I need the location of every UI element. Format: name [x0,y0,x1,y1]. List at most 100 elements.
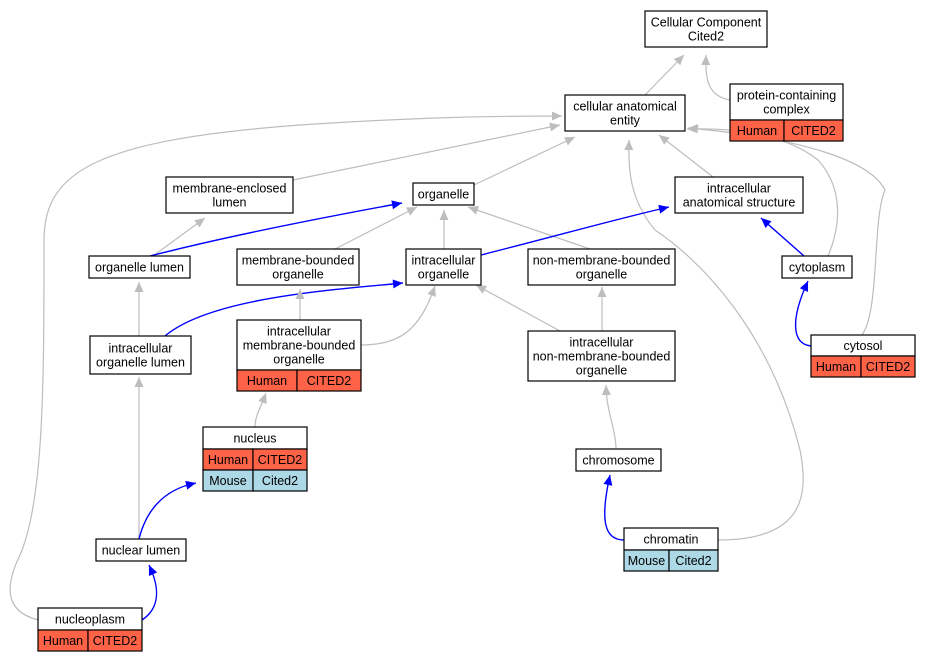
arrowhead-icon [701,55,711,66]
node-label-line: organelle lumen [95,261,184,275]
edge-io-to-ias [480,204,670,256]
is-a-edge-line [292,124,561,181]
node-box [644,10,768,48]
gene-cell [296,369,362,392]
arrowhead-icon [468,206,479,215]
organism-label: Human [208,453,248,467]
node-orglum[interactable]: organelle lumen [88,255,191,279]
arrowhead-icon [134,282,144,292]
edge-inmbo-to-io [475,284,561,332]
edge-iol-to-orglum [134,282,144,336]
node-cyto[interactable]: cytoplasm [781,255,853,279]
arrowhead-icon [603,475,613,486]
organism-label: Human [247,374,287,388]
part-of-edge-line [794,280,812,347]
part-of-edge-line [164,282,404,337]
arrowhead-icon [427,286,436,297]
part-of-edge-line [604,474,625,541]
node-label-line: entity [610,114,641,128]
edge-orglum-to-mel [152,217,206,257]
node-label-line: cellular anatomical [573,100,677,114]
arrowhead-icon [601,385,611,396]
node-label-line: organelle [418,188,469,202]
is-a-edge-line [705,54,731,101]
gene-label: CITED2 [258,453,303,467]
is-a-edge-line [360,285,436,346]
arrowhead-icon [761,218,772,228]
arrowhead-icon [659,135,670,145]
organism-label: Human [816,360,856,374]
node-label-line: organelle lumen [96,356,185,370]
edge-iol-to-io [164,279,404,337]
node-chrom[interactable]: chromosome [575,448,662,472]
node-label-line: nucleus [233,432,276,446]
node-label-line: intracellular [412,254,476,268]
part-of-edge-line [480,206,670,256]
node-box [236,248,360,286]
node-label-line: protein-containing [737,89,836,103]
organism-label: Mouse [628,554,666,568]
arrowhead-icon [406,207,417,216]
edge-orglum-to-org [149,200,403,257]
gene-cell [87,629,143,652]
is-a-edge-line [687,127,886,336]
part-of-edge-line [149,202,403,257]
node-label-line: organelle [272,268,323,282]
node-box [95,538,187,562]
is-a-edge-line [467,206,591,250]
edge-nplasm-to-nlum [141,564,158,621]
species-row-mouse: Mouse Cited2 [202,469,308,492]
edge-cytosol-to-cyto [794,280,812,347]
gene-cell [252,469,308,492]
gene-label: Cited2 [675,554,711,568]
is-a-edge-line [686,128,839,257]
node-box [89,335,192,375]
node-label-line: chromosome [582,454,654,468]
node-label-line: membrane-enclosed [173,182,287,196]
node-inmbo[interactable]: intracellularnon-membrane-boundedorganel… [527,330,676,382]
edge-inmbo-to-nmbo [597,287,607,331]
node-box [527,248,676,286]
gene-label: Cited2 [262,474,298,488]
node-label-line: membrane-bounded [242,254,355,268]
node-label-line: cytosol [844,339,883,353]
edge-imbo-to-mbo [295,289,305,320]
node-label-line: cytoplasm [789,261,845,275]
edge-chtin-to-chrom [603,474,625,541]
edge-nuc-to-imbo [254,392,267,428]
is-a-edge-line [334,206,418,250]
node-label-line: intracellular [109,342,173,356]
node-label-line: Cellular Component [651,16,762,30]
edge-mel-to-cae [292,122,561,181]
is-a-edge-line [475,284,561,332]
is-a-edge-line [9,115,563,621]
arrowhead-icon [624,140,634,151]
gene-label: CITED2 [93,634,138,648]
arrowhead-icon [673,55,684,66]
node-label-line: membrane-bounded [243,339,356,353]
node-imbo[interactable]: intracellularmembrane-boundedorganelleHu… [236,319,362,392]
edge-chtin-to-cae [624,139,804,541]
node-label-line: intracellular [707,182,771,196]
node-org[interactable]: organelle [412,182,475,206]
node-box [674,176,804,214]
node-nlum[interactable]: nuclear lumen [95,538,187,562]
organism-label: Mouse [209,474,247,488]
edge-ias-to-cae [658,134,714,178]
